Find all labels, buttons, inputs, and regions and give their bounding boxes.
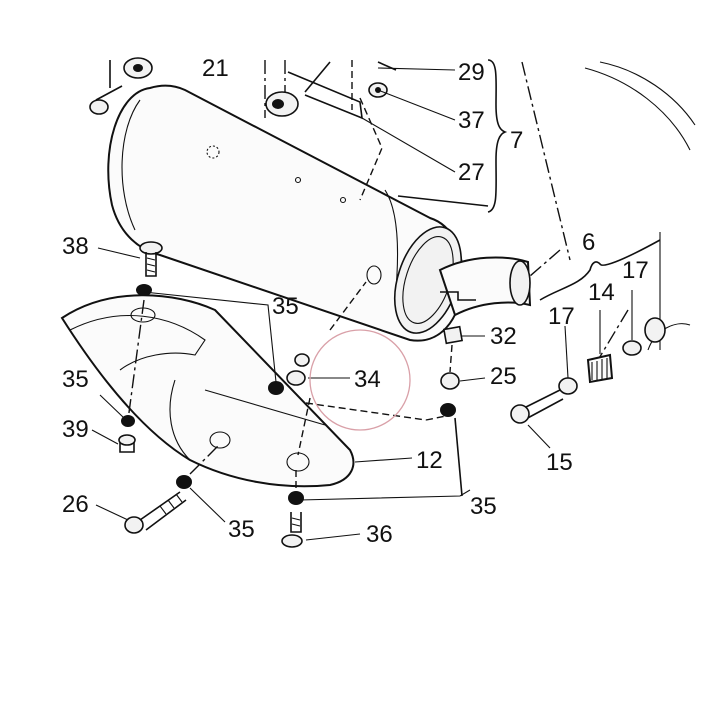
callout-32: 32	[490, 323, 517, 350]
callout-35-left: 35	[62, 366, 89, 393]
callout-35-bottom-right: 35	[470, 493, 497, 520]
bolt-38-assembly	[118, 241, 163, 453]
callout-12: 12	[416, 447, 443, 474]
callout-21: 21	[202, 55, 229, 82]
callout-17-left: 17	[548, 303, 575, 330]
callout-29: 29	[458, 59, 485, 86]
callout-37: 37	[458, 107, 485, 134]
callout-39: 39	[62, 416, 89, 443]
upper-mount-hardware	[89, 57, 397, 201]
center-mount-hardware	[268, 281, 447, 548]
callout-35-top: 35	[272, 293, 299, 320]
right-mount-hardware	[440, 325, 464, 497]
callout-27: 27	[458, 159, 485, 186]
callout-26: 26	[62, 491, 89, 518]
callout-38: 38	[62, 233, 89, 260]
callout-36: 36	[366, 521, 393, 548]
callout-34: 34	[354, 366, 381, 393]
callout-labels: 21 29 37 7 27 38 6 17 14 17 35 32 34 25 …	[62, 55, 649, 548]
callout-25: 25	[490, 363, 517, 390]
callout-6: 6	[582, 229, 595, 256]
callout-15: 15	[546, 449, 573, 476]
leader-lines	[91, 59, 661, 541]
bolt-26-assembly	[124, 443, 221, 534]
callout-35-bottom-left: 35	[228, 516, 255, 543]
callout-7: 7	[510, 127, 523, 154]
muffler	[107, 84, 532, 342]
heat-shield	[60, 294, 355, 488]
highlight-circle	[309, 329, 411, 431]
far-right-hardware	[510, 61, 666, 424]
callout-14: 14	[588, 279, 615, 306]
rear-frame-outline	[584, 61, 696, 351]
callout-17-right: 17	[622, 257, 649, 284]
